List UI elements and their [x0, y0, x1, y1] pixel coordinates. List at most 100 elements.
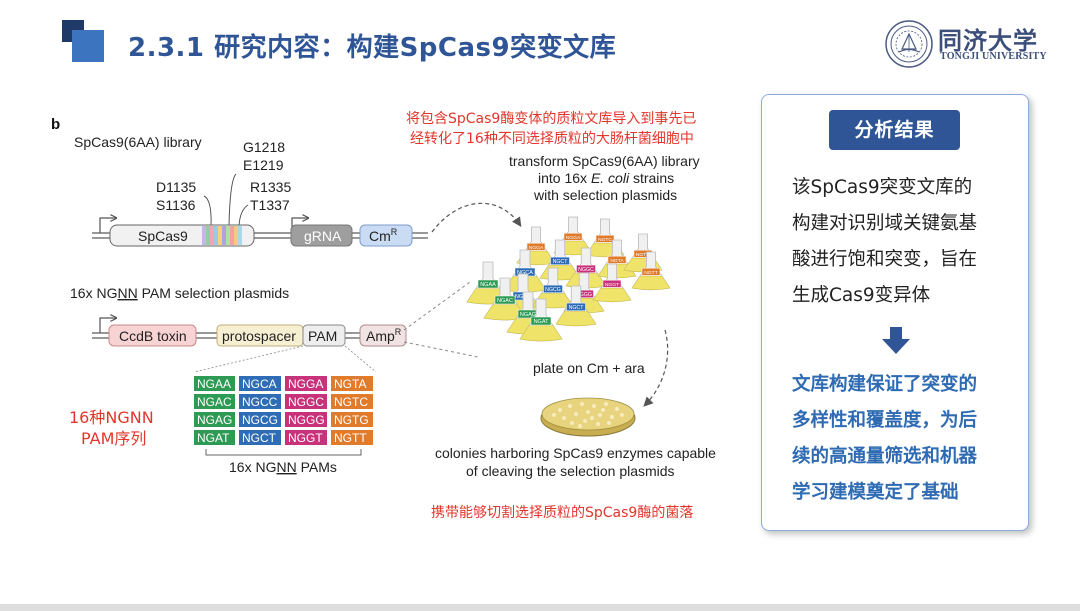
erlenmeyer-flask-icon: NGTT	[631, 251, 671, 291]
erlenmeyer-flask-icon: NGTG	[623, 233, 663, 273]
pam-cell-ngag	[194, 412, 235, 427]
pam-cell-ngcg-text: NGCG	[242, 413, 278, 427]
pam-grid: NGAA NGCA NGGA NGTA NGAC NGCC NGGC NGTC …	[194, 376, 373, 445]
petri-dish-icon	[540, 397, 636, 437]
analysis-conclusion: 文库构建保证了突变的 多样性和覆盖度，为后 续的高通量筛选和机器 学习建模奠定了…	[792, 367, 1007, 511]
pam-cell-ngcc	[239, 394, 281, 409]
mutation-site-t1337: T1337	[250, 197, 290, 213]
ccdb-toxin-label: CcdB toxin	[119, 328, 187, 344]
library-label: SpCas9(6AA) library	[74, 134, 202, 150]
pam-cell-ngat	[194, 430, 235, 445]
pam-cell-ngtc-text: NGTC	[334, 395, 368, 409]
flask-label: NGCA	[517, 270, 533, 276]
flask-label: NGAA	[480, 282, 496, 288]
pam-cell-nggg-text: NGGG	[288, 413, 325, 427]
pam-cell-ngta	[331, 376, 373, 391]
flask-label: NGGA	[529, 245, 544, 251]
pam-cell-nggt	[285, 430, 327, 445]
pam-cell-ngct	[239, 430, 281, 445]
flask-label: NGGC	[578, 267, 594, 273]
plating-arrow	[643, 329, 669, 407]
protospacer-label: protospacer	[222, 328, 296, 344]
pam-cell-ngca	[239, 376, 281, 391]
analysis-conclusion-line: 文库构建保证了突变的	[792, 374, 978, 395]
analysis-body-line: 该SpCas9突变文库的	[792, 177, 973, 198]
analysis-conclusion-line: 续的高通量筛选和机器	[792, 446, 978, 467]
mutation-site-d1135: D1135	[156, 179, 196, 195]
annotation-bottom: 携带能够切割选择质粒的SpCas9酶的菌落	[431, 505, 694, 521]
flask-label: NGAT	[534, 319, 550, 325]
pam-grid-brace	[205, 449, 362, 456]
selection-dashed-line-2	[403, 341, 479, 358]
pam-cell-ngga-text: NGGA	[288, 377, 323, 391]
pam-cell-ngaa-text: NGAA	[197, 377, 231, 391]
erlenmeyer-flask-icon: NGCT	[555, 285, 597, 327]
pam-cell-ngct-text: NGCT	[242, 431, 277, 445]
flask-label: NGGG	[576, 292, 592, 298]
flask-label: NGTG	[636, 252, 650, 258]
pam-brace-label: 16x NGNN PAMs	[229, 459, 337, 475]
analysis-conclusion-line: 多样性和覆盖度，为后	[792, 410, 978, 431]
flask-label: NGTC	[598, 237, 612, 243]
erlenmeyer-flask-icon: NGGT	[592, 263, 632, 303]
pam-cell-nggc-text: NGGC	[288, 395, 324, 409]
analysis-conclusion-line: 学习建模奠定了基础	[792, 482, 959, 503]
arrow-down-icon	[882, 327, 910, 354]
flask-label: NGGT	[605, 282, 619, 288]
amp-resistance-label: AmpR	[366, 327, 402, 344]
pam-cell-ngtt-text: NGTT	[334, 431, 367, 445]
flask-label: NGCT	[553, 259, 569, 265]
page-title: 2.3.1 研究内容：构建SpCas9突变文库	[128, 33, 617, 63]
colonies-label-line1: colonies harboring SpCas9 enzymes capabl…	[435, 445, 716, 461]
analysis-body: 该SpCas9突变文库的 构建对识别域关键氨基 酸进行饱和突变，旨在 生成Cas…	[792, 170, 1007, 314]
colonies-label-line2: of cleaving the selection plasmids	[466, 463, 675, 479]
erlenmeyer-flask-icon: NGAC	[483, 277, 527, 321]
flask-label: NGTA	[610, 258, 624, 264]
annotation-left-line1: 16种NGNN	[69, 408, 154, 427]
transform-label-line3: with selection plasmids	[533, 187, 677, 203]
university-seal-icon	[885, 20, 933, 68]
pam-cell-ngta-text: NGTA	[334, 377, 366, 391]
mutation-site-e1219: E1219	[243, 157, 284, 173]
grna-label: gRNA	[304, 228, 342, 244]
pam-cell-nggg	[285, 412, 327, 427]
spcas9-gene-label: SpCas9	[138, 228, 188, 244]
pam-label: PAM	[308, 328, 337, 344]
pam-cell-ngtc	[331, 394, 373, 409]
pam-cell-ngag-text: NGAG	[197, 413, 232, 427]
transform-label-line2: into 16x E. coli strains	[538, 170, 674, 186]
mutation-site-r1335: R1335	[250, 179, 291, 195]
annotation-top-line2: 经转化了16种不同选择质粒的大肠杆菌细胞中	[410, 131, 694, 147]
transform-arrow	[431, 202, 522, 233]
erlenmeyer-flask-icon: NGAT	[519, 298, 563, 342]
cm-resistance-label: CmR	[369, 227, 398, 244]
pam-cell-ngtg-text: NGTG	[334, 413, 369, 427]
pam-cell-ngca-text: NGCA	[242, 377, 277, 391]
analysis-body-line: 酸进行饱和突变，旨在	[792, 249, 978, 270]
flask-label: NGGA	[566, 235, 581, 241]
panel-letter: b	[51, 116, 60, 133]
selection-dashed-line-1	[403, 281, 471, 331]
pam-cell-ngga	[285, 376, 327, 391]
library-plasmid-construct: SpCas9 gRNA CmR	[92, 218, 428, 247]
plate-label: plate on Cm + ara	[533, 360, 645, 376]
mutation-site-g1218: G1218	[243, 139, 285, 155]
analysis-header: 分析结果	[829, 110, 960, 150]
pam-cell-nggt-text: NGGT	[288, 431, 323, 445]
pam-cell-ngtt	[331, 430, 373, 445]
pam-cell-ngcc-text: NGCC	[242, 395, 278, 409]
university-logo-chinese: 同济大学	[938, 26, 1038, 55]
pam-cell-nggc	[285, 394, 327, 409]
bottom-bar	[0, 604, 1080, 611]
flask-label: NGAG	[520, 312, 536, 318]
pam-cell-ngtg	[331, 412, 373, 427]
mutation-site-s1136: S1136	[156, 197, 196, 213]
annotation-top-line1: 将包含SpCas9酶变体的质粒文库导入到事先已	[406, 111, 697, 127]
pam-cell-ngaa	[194, 376, 235, 391]
title-decoration-blue-square	[72, 30, 104, 62]
pam-cell-ngat-text: NGAT	[197, 431, 230, 445]
pam-cell-ngcg	[239, 412, 281, 427]
flask-label: NGCT	[569, 305, 585, 311]
